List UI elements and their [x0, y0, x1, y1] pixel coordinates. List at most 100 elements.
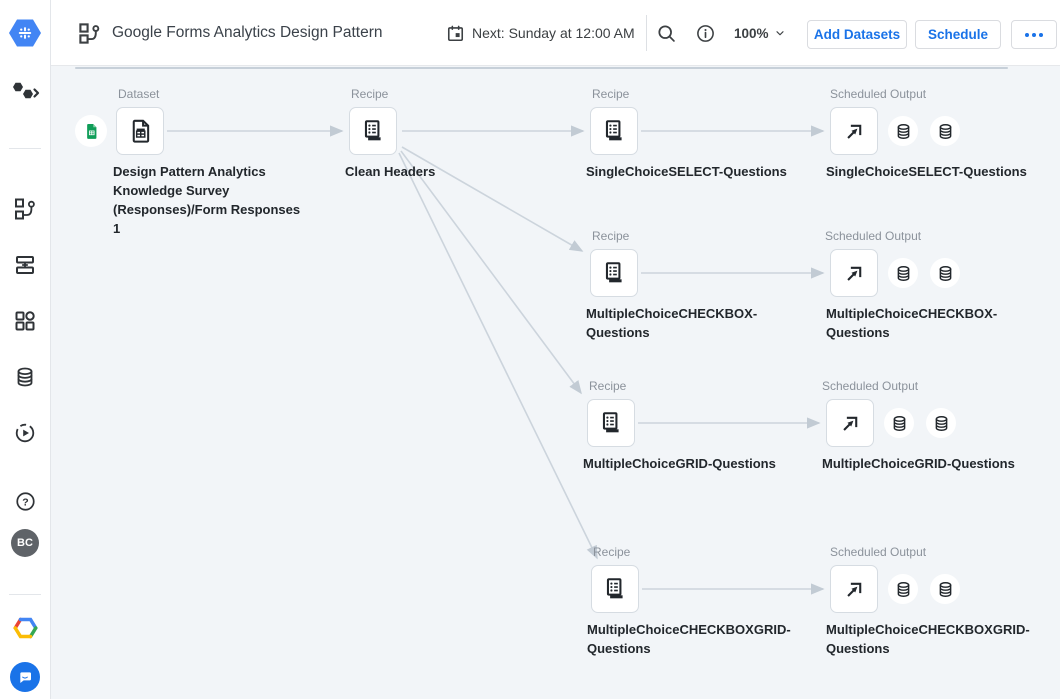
sidebar-item-plans[interactable] [0, 309, 50, 333]
google-cloud-icon [12, 617, 37, 639]
scheduled-output-icon [846, 124, 861, 139]
sidebar-item-flows-collection[interactable] [0, 79, 50, 105]
schedule-next-run: Next: Sunday at 12:00 AM [446, 0, 635, 66]
user-avatar[interactable]: BC [0, 529, 50, 557]
flow-icon [79, 22, 100, 44]
database-icon [897, 123, 909, 139]
node-output-multiplechoicecheckbox[interactable]: Scheduled Output Mult [825, 229, 997, 340]
help-icon: ? [15, 492, 35, 511]
info-button[interactable] [695, 0, 716, 66]
node-type-label: Recipe [592, 87, 630, 101]
node-recipe-multiplechoicecheckboxgrid[interactable]: Recipe MultipleChoiceCHECKBOXGRID-Questi… [587, 545, 791, 656]
node-title: MultipleChoiceGRID-Questions [583, 456, 776, 471]
output-destination-1[interactable] [888, 574, 918, 604]
database-icon [897, 265, 909, 281]
node-type-label: Recipe [593, 545, 631, 559]
dataset-icon [132, 119, 149, 143]
node-type-label: Recipe [589, 379, 627, 393]
node-title: MultipleChoiceCHECKBOXGRID-Questions [587, 622, 791, 656]
dataset-node-box[interactable] [116, 107, 164, 155]
output-destination-2[interactable] [930, 574, 960, 604]
search-icon [658, 24, 675, 42]
node-title: SingleChoiceSELECT-Questions [586, 164, 787, 179]
connections-db-icon [17, 367, 33, 387]
output-node-box[interactable] [830, 565, 878, 613]
ellipsis-icon [1025, 32, 1043, 37]
database-icon [893, 415, 905, 431]
job-history-icon [15, 423, 35, 443]
search-button[interactable] [656, 0, 677, 66]
output-destination-1[interactable] [888, 258, 918, 288]
recipe-node-box[interactable] [587, 399, 635, 447]
flows-collection-icon [13, 82, 40, 99]
node-recipe-multiplechoicecheckbox[interactable]: Recipe MultipleChoiceCHECKBOX-Questions [586, 229, 757, 340]
schedule-button[interactable]: Schedule [915, 20, 1001, 49]
recipe-node-box[interactable] [349, 107, 397, 155]
output-destination-2[interactable] [926, 408, 956, 438]
recipe-icon [364, 120, 381, 141]
datasets-icon [16, 256, 34, 274]
output-destination-2[interactable] [930, 258, 960, 288]
recipe-icon [605, 262, 622, 283]
node-output-multiplechoicegrid[interactable]: Scheduled Output Mult [822, 379, 1015, 471]
flow-icon [15, 198, 35, 220]
database-icon [939, 123, 951, 139]
recipe-node-box[interactable] [590, 249, 638, 297]
node-type-label: Scheduled Output [830, 545, 927, 559]
flow-canvas[interactable]: Dataset [51, 66, 1060, 699]
node-title: Clean Headers [345, 164, 436, 179]
node-recipe-clean-headers[interactable]: Recipe Clean Headers [345, 87, 435, 179]
node-recipe-multiplechoicegrid[interactable]: Recipe MultipleChoiceGRID-Questions [583, 379, 776, 471]
recipe-icon [605, 120, 622, 141]
database-icon [935, 415, 947, 431]
output-node-box[interactable] [830, 249, 878, 297]
node-type-label: Recipe [592, 229, 630, 243]
node-title: MultipleChoiceCHECKBOXGRID-Questions [826, 622, 1030, 656]
more-menu-button[interactable] [1011, 20, 1057, 49]
node-imported-dataset[interactable]: Dataset [75, 87, 300, 236]
node-type-label: Scheduled Output [830, 87, 927, 101]
output-node-box[interactable] [826, 399, 874, 447]
node-title: MultipleChoiceGRID-Questions [822, 456, 1015, 471]
rail-divider [9, 594, 41, 595]
output-destination-1[interactable] [884, 408, 914, 438]
google-sheets-icon [86, 123, 96, 139]
header-divider [646, 15, 647, 51]
node-title: MultipleChoiceCHECKBOX-Questions [826, 306, 998, 340]
output-destination-1[interactable] [888, 116, 918, 146]
sidebar-item-datasets[interactable] [0, 253, 50, 277]
output-destination-2[interactable] [930, 116, 960, 146]
flow-header: Google Forms Analytics Design Pattern Ne… [51, 0, 1060, 66]
node-title: MultipleChoiceCHECKBOX-Questions [586, 306, 758, 340]
node-output-multiplechoicecheckboxgrid[interactable]: Scheduled Output Mult [826, 545, 1030, 656]
flow-edges [167, 125, 825, 595]
support-chat-icon [10, 662, 40, 692]
node-title: SingleChoiceSELECT-Questions [826, 164, 1027, 179]
recipe-node-box[interactable] [591, 565, 639, 613]
svg-text:?: ? [22, 496, 28, 508]
app-logo[interactable] [0, 19, 50, 47]
horizontal-scrollbar[interactable] [75, 67, 1008, 69]
database-icon [897, 581, 909, 597]
sidebar-item-flows[interactable] [0, 197, 50, 221]
sidebar-item-connections[interactable] [0, 365, 50, 389]
avatar-initials: BC [11, 529, 39, 557]
dataprep-glyph [18, 27, 32, 39]
zoom-level-dropdown[interactable]: 100% [734, 0, 786, 66]
node-type-label: Dataset [118, 87, 160, 101]
next-run-label: Next: Sunday at 12:00 AM [472, 25, 635, 41]
node-output-singlechoiceselect[interactable]: Scheduled Output Sing [826, 87, 1027, 179]
output-node-box[interactable] [830, 107, 878, 155]
recipe-node-box[interactable] [590, 107, 638, 155]
help-button[interactable]: ? [0, 490, 50, 513]
scheduled-output-icon [842, 416, 857, 431]
node-recipe-singlechoiceselect[interactable]: Recipe SingleChoiceSELECT-Questions [586, 87, 787, 179]
support-chat-button[interactable] [0, 662, 50, 692]
dataprep-logo-icon [9, 19, 41, 47]
google-sheets-badge [75, 115, 107, 147]
sidebar-item-job-history[interactable] [0, 421, 50, 445]
chevron-down-icon [775, 31, 784, 36]
left-nav-rail: ? BC [0, 0, 51, 699]
add-datasets-button[interactable]: Add Datasets [807, 20, 907, 49]
google-cloud-logo[interactable] [0, 616, 50, 640]
